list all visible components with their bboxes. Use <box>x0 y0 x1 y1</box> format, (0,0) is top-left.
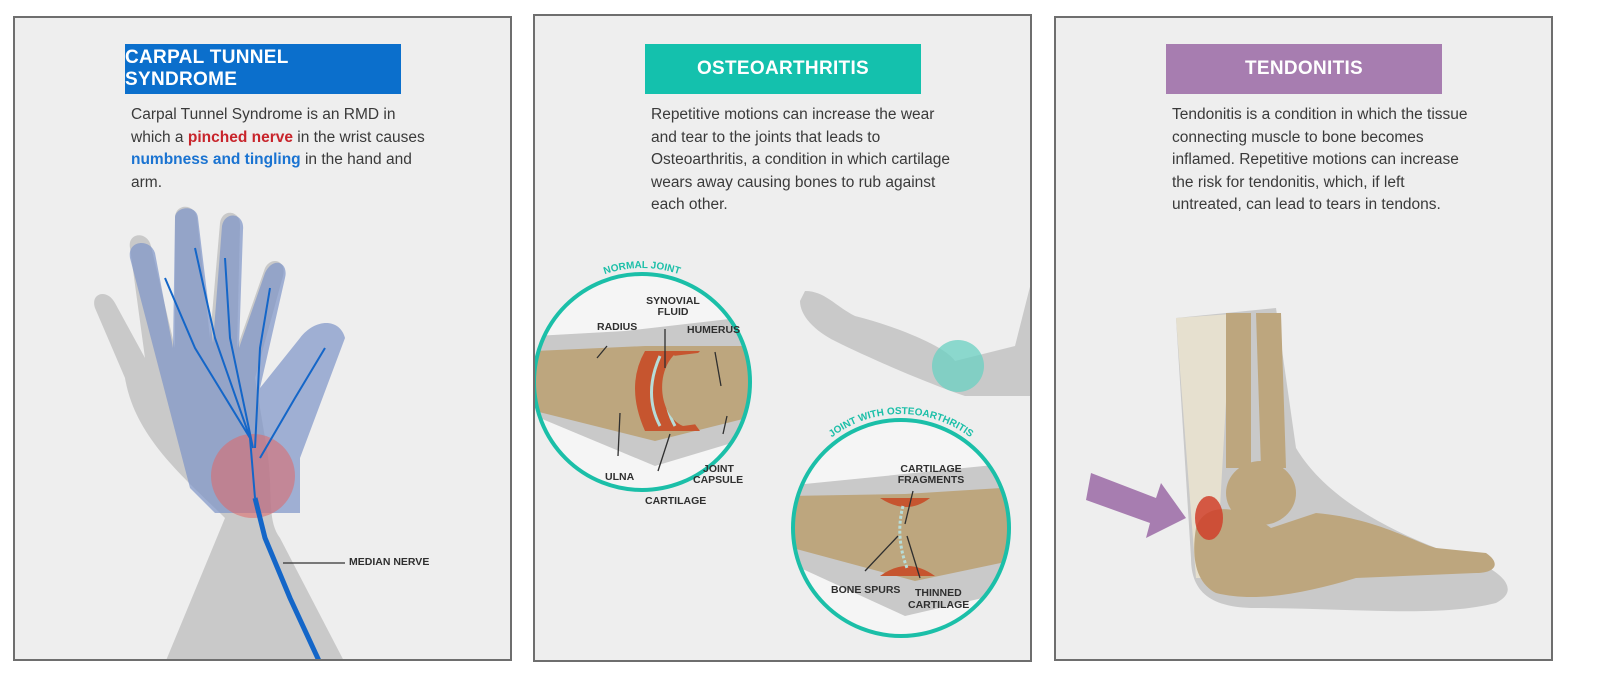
median-nerve-label: MEDIAN NERVE <box>349 556 430 568</box>
carpal-tunnel-title: CARPAL TUNNEL SYNDROME <box>125 44 401 94</box>
synovial-label: SYNOVIAL <box>646 295 700 307</box>
osteoarthritis-title: OSTEOARTHRITIS <box>645 44 921 94</box>
cartilage-fragments-label-2: FRAGMENTS <box>898 474 965 486</box>
thinned-cartilage-label: CARTILAGE <box>908 599 969 611</box>
joint-illustration: NORMAL JOINT SYNOVIAL FLUID RADIUS HUMER… <box>535 260 1030 638</box>
cartilage-label: CARTILAGE <box>645 495 706 507</box>
humerus-label: HUMERUS <box>687 324 740 336</box>
panel-carpal-tunnel: CARPAL TUNNEL SYNDROME Carpal Tunnel Syn… <box>13 16 512 661</box>
carpal-tunnel-description: Carpal Tunnel Syndrome is an RMD in whic… <box>131 106 425 191</box>
radius-label: RADIUS <box>597 321 637 333</box>
foot-illustration <box>1086 308 1508 612</box>
panel-tendonitis: TENDONITIS Tendonitis is a condition in … <box>1054 16 1553 661</box>
joint-label: JOINT <box>703 463 735 475</box>
cartilage-fragments-label-1: CARTILAGE <box>900 463 961 475</box>
panel-osteoarthritis: NORMAL JOINT SYNOVIAL FLUID RADIUS HUMER… <box>533 14 1032 662</box>
bone-spurs-label: BONE SPURS <box>831 584 900 596</box>
ulna-label: ULNA <box>605 471 635 483</box>
arrow-icon <box>1086 473 1186 538</box>
thinned-label: THINNED <box>915 587 962 599</box>
hand-illustration <box>94 206 345 659</box>
osteoarthritis-description: Repetitive motions can increase the wear… <box>651 106 950 213</box>
fluid-label: FLUID <box>658 306 689 318</box>
capsule-label: CAPSULE <box>693 474 743 486</box>
tendonitis-description: Tendonitis is a condition in which the t… <box>1172 106 1468 213</box>
tendonitis-title: TENDONITIS <box>1166 44 1442 94</box>
